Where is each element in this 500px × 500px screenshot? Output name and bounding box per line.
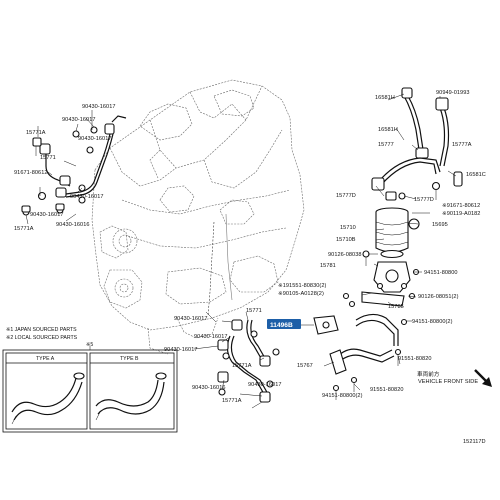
type-b-hose-drawing <box>95 372 167 421</box>
label-15771a-mid: 15771A <box>232 363 252 369</box>
label-90105-a0128: ※90105-A0128(2) <box>278 291 324 297</box>
leader-lines <box>25 93 457 409</box>
label-15777: 15777 <box>378 142 394 148</box>
label-90430-16017-b: 90430-16017 <box>62 117 96 123</box>
label-90126-08038: 90126-08038 <box>328 252 362 258</box>
note-japan-sourced: ※1 JAPAN SOURCED PARTS <box>6 327 77 333</box>
label-15771-left: 15771 <box>40 155 56 161</box>
label-90430-16017-p: 90430-16017 <box>248 382 282 388</box>
label-90430-16016-left: 90430-16016 <box>56 222 90 228</box>
label-11496b[interactable]: 11496B <box>270 322 293 329</box>
label-15710: 15710 <box>340 225 356 231</box>
engine-block-outline <box>91 79 305 355</box>
label-16581h-b: 16581H <box>378 127 398 133</box>
label-15777d: 15777D <box>336 193 356 199</box>
label-94151-80800-3: 94151-80800(2) <box>322 393 363 399</box>
label-90430-16016-mid: 90430-16016 <box>192 385 226 391</box>
label-90949-01993: 90949-01993 <box>436 90 470 96</box>
label-90430-16017-o: 90430-16017 <box>164 347 198 353</box>
label-15777a: 15777A <box>452 142 472 148</box>
label-90430-16017-top: 90430-16017 <box>82 104 116 110</box>
part-labels: 15771A 90430-16017 90430-16017 90430-160… <box>14 90 486 445</box>
label-15771a-top: 15771A <box>26 130 46 136</box>
type-a-hose-drawing <box>11 372 85 425</box>
label-16581h: 16581H <box>375 95 395 101</box>
label-90430-16017-n: 90430-16017 <box>194 334 228 340</box>
label-diagram-code: 152117D <box>463 439 486 445</box>
label-91671-80612-right: ※91671-80612 <box>442 203 480 209</box>
note-local-sourced: ※2 LOCAL SOURCED PARTS <box>6 335 78 341</box>
label-15785: 15785 <box>388 304 404 310</box>
label-15771-mid: 15771 <box>246 308 262 314</box>
label-90430-16017-c: 90430-16017 <box>78 136 112 142</box>
label-15771a-left: 15771A <box>14 226 34 232</box>
label-90430-16017-e: 90430-16017 <box>30 212 64 218</box>
label-91551-80820-b: 91551-80820 <box>370 387 404 393</box>
label-94151-80800-2: 94151-80800(2) <box>412 319 453 325</box>
lower-oil-pipe-assembly <box>205 311 280 403</box>
label-91671-80612-left: 91671-80612 <box>14 170 48 176</box>
label-15710b: 15710B <box>336 237 356 243</box>
label-91551-80830: ※191551-80830(2) <box>278 283 326 289</box>
type-b-label: TYPE B <box>120 356 139 362</box>
label-15781: 15781 <box>320 263 336 269</box>
type-a-label: TYPE A <box>36 356 55 362</box>
label-91551-80820-a: 91551-80820 <box>398 356 432 362</box>
label-90126-08051: 90126-08051(2) <box>418 294 459 300</box>
label-vehicle-front: VEHICLE FRONT SIDE <box>418 379 478 385</box>
label-94151-80800: 94151-80800 <box>424 270 458 276</box>
type-variant-inset: TYPE A TYPE B <box>2 346 178 433</box>
label-90119-a0182: ※90119-A0182 <box>442 211 480 217</box>
notes: ※1 JAPAN SOURCED PARTS ※2 LOCAL SOURCED … <box>6 327 93 348</box>
arrow-down-right-icon <box>474 369 492 387</box>
highlighted-part-badge[interactable] <box>267 319 301 329</box>
label-vehicle-front-cjk: 車両前方 <box>417 370 440 378</box>
note-mark: ※5 <box>86 342 93 348</box>
label-90430-16017-d: 90430-16017 <box>70 194 104 200</box>
label-15777d-b: 15777D <box>414 197 434 203</box>
label-15695: 15695 <box>432 222 448 228</box>
left-oil-pipe-assembly <box>21 115 127 216</box>
label-16581c: 16581C <box>466 172 486 178</box>
label-15771a-bot: 15771A <box>222 398 242 404</box>
label-90430-16017-m: 90430-16017 <box>174 316 208 322</box>
right-hose-and-oil-cooler-assembly <box>313 87 463 400</box>
label-15767: 15767 <box>297 363 313 369</box>
